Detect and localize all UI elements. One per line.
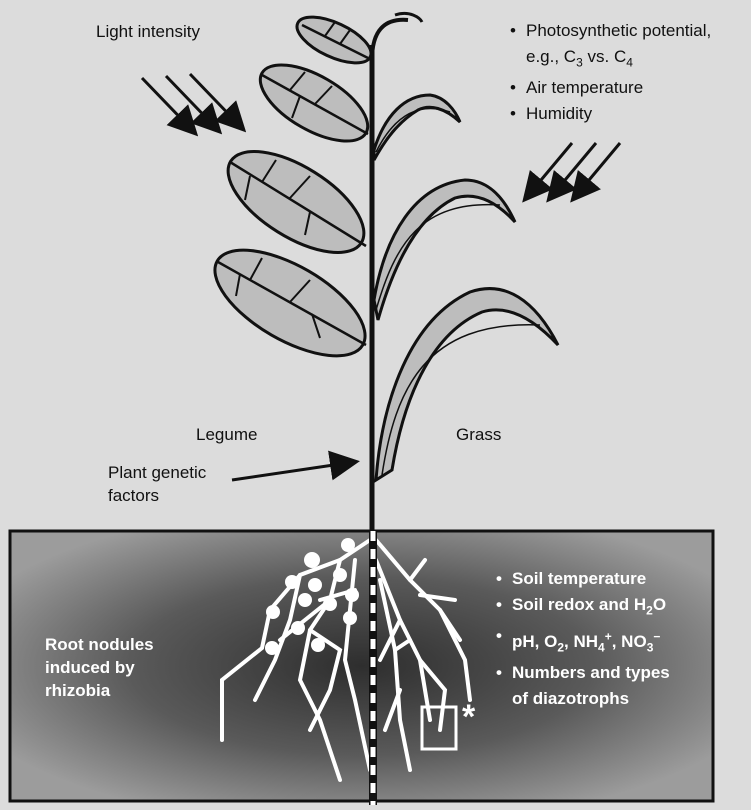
bullet-soil-temperature: Soil temperature <box>494 566 670 592</box>
legume-label: Legume <box>196 425 257 445</box>
grass-leaf <box>374 95 460 160</box>
light-intensity-label: Light intensity <box>96 22 200 42</box>
light-arrows <box>142 74 242 132</box>
stem-top-curl <box>372 20 408 60</box>
genetic-factors-label-1: Plant genetic <box>108 463 206 483</box>
bullet-air-temperature: Air temperature <box>508 75 711 101</box>
grass-leaves <box>374 95 558 480</box>
nodules-label-1: Root nodules <box>45 635 154 655</box>
legume-leaves <box>199 8 381 377</box>
nodules-label-3: rhizobia <box>45 681 110 701</box>
grass-label: Grass <box>456 425 501 445</box>
bullet-diazotrophs: Numbers and types <box>494 660 670 686</box>
bullet-photosynthetic-example: e.g., C3 vs. C4 <box>508 44 711 75</box>
bullet-soil-redox: Soil redox and H2O <box>494 592 670 623</box>
grass-leaf <box>376 289 558 480</box>
nodules-label-2: induced by <box>45 658 135 678</box>
bullet-diazotrophs-cont: of diazotrophs <box>494 686 670 712</box>
legume-leaf <box>291 8 378 73</box>
c3-c4-text: e.g., C3 vs. C4 <box>526 47 633 66</box>
environment-factors-list: Photosynthetic potential, e.g., C3 vs. C… <box>508 18 711 127</box>
bullet-photosynthetic: Photosynthetic potential, <box>508 18 711 44</box>
asterisk-mark: * <box>462 700 475 734</box>
bullet-humidity: Humidity <box>508 101 711 127</box>
soil-factors-list: Soil temperature Soil redox and H2O pH, … <box>494 566 670 712</box>
legume-leaf <box>199 229 381 377</box>
legume-leaf <box>249 50 380 157</box>
air-arrows <box>526 143 620 198</box>
genetic-factors-label-2: factors <box>108 486 159 506</box>
bullet-soil-chemistry: pH, O2, NH4+, NO3− <box>494 623 670 660</box>
genetic-factors-arrow <box>232 462 354 480</box>
